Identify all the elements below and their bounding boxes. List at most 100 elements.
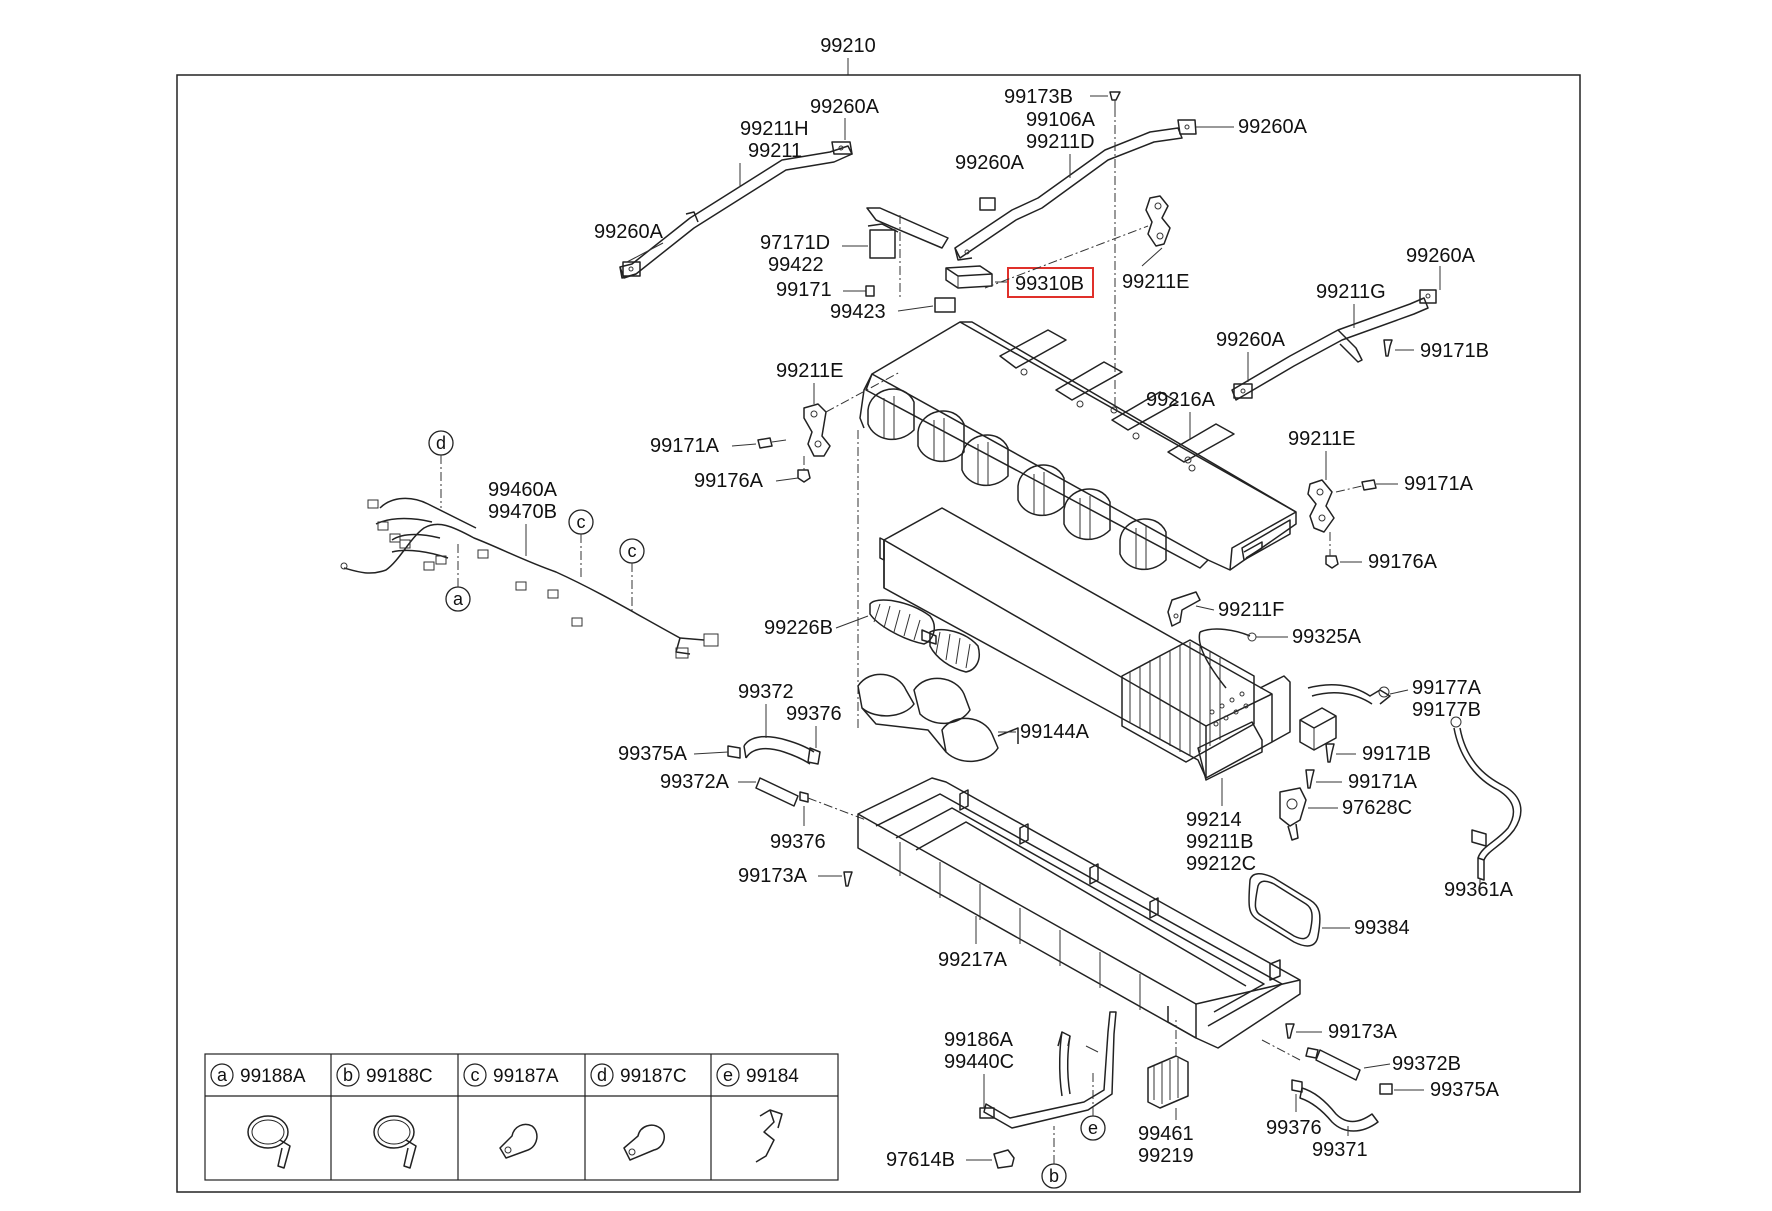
- callout-c-harness-2: c: [619, 538, 645, 612]
- label-99211e-right: 99211E: [1288, 428, 1355, 450]
- blower-motor-99226b: [869, 599, 980, 673]
- legend-item-e: e 99184: [716, 1063, 799, 1163]
- label-99372a: 99372A: [660, 771, 730, 793]
- svg-text:e: e: [1088, 1118, 1098, 1138]
- label-99325a: 99325A: [1292, 626, 1362, 648]
- bracket-99211e-right: [1307, 479, 1335, 533]
- label-99212c: 99212C: [1186, 853, 1256, 875]
- label-99375a-left: 99375A: [618, 743, 688, 765]
- hose-99372b: [1305, 1047, 1361, 1081]
- pipe-99361a: [1450, 716, 1522, 881]
- label-99144a: 99144A: [1020, 721, 1090, 743]
- resistor-99310b: [945, 265, 993, 289]
- bracket-99211h: [619, 141, 853, 279]
- bracket-99186a: [979, 1011, 1117, 1129]
- screw-99171a-right: [1361, 479, 1377, 491]
- bracket-99211e-upper: [1145, 195, 1171, 247]
- label-99372b: 99372B: [1392, 1053, 1461, 1075]
- label-99376-lower: 99376: [770, 831, 826, 853]
- label-99226b: 99226B: [764, 617, 833, 639]
- legend-part-99187c: 99187C: [620, 1066, 687, 1087]
- nut-99176a-left: [797, 469, 811, 483]
- label-99171a-right: 99171A: [1404, 473, 1474, 495]
- screw-99171a-left: [757, 437, 773, 449]
- wire-clip-icon: [755, 1109, 783, 1163]
- label-97614b: 97614B: [886, 1149, 955, 1171]
- legend-table: [204, 1053, 839, 1181]
- label-97628c: 97628C: [1342, 797, 1412, 819]
- label-99211e-left: 99211E: [776, 360, 843, 382]
- lower-case-99217a: [857, 777, 1301, 1049]
- svg-text:b: b: [1049, 1166, 1059, 1186]
- label-99173a-right: 99173A: [1328, 1021, 1398, 1043]
- label-99211h: 99211H: [740, 118, 809, 140]
- label-99173a-left: 99173A: [738, 865, 808, 887]
- label-99260a-right-top: 99260A: [1406, 245, 1476, 267]
- svg-text:c: c: [577, 512, 586, 532]
- legend-item-b: b 99188C: [336, 1063, 433, 1169]
- callout-d-harness: d: [428, 430, 454, 508]
- label-99176a-right: 99176A: [1368, 551, 1438, 573]
- p-clamp-icon: [499, 1123, 538, 1159]
- label-99461: 99461: [1138, 1123, 1194, 1145]
- core-unit-99214: [879, 507, 1291, 781]
- assembly-number: 99210: [820, 35, 876, 57]
- callout-e-bracket: e: [1080, 1070, 1106, 1141]
- bracket-99211d: [954, 119, 1197, 261]
- label-99211e-upper: 99211E: [1122, 271, 1189, 293]
- label-99211d: 99211D: [1026, 131, 1095, 153]
- cable-tie-icon: [247, 1115, 291, 1169]
- label-99376-upper: 99376: [786, 703, 842, 725]
- highlight-box-99310b: [1007, 267, 1094, 298]
- label-99211b: 99211B: [1186, 831, 1253, 853]
- relay-mount-plate: [866, 207, 956, 313]
- svg-text:c: c: [628, 541, 637, 561]
- legend-item-d: d 99187C: [590, 1063, 687, 1161]
- svg-text:a: a: [453, 589, 464, 609]
- legend-letter-b: b: [343, 1065, 353, 1085]
- label-99171b-lower: 99171B: [1362, 743, 1431, 765]
- label-99440c: 99440C: [944, 1051, 1014, 1073]
- label-99211: 99211: [748, 140, 802, 162]
- label-99423: 99423: [830, 301, 886, 323]
- label-99211g: 99211G: [1316, 281, 1386, 303]
- pad-99260a: [979, 197, 996, 211]
- label-99361a: 99361A: [1444, 879, 1514, 901]
- label-99177b: 99177B: [1412, 699, 1481, 721]
- label-99217a: 99217A: [938, 949, 1008, 971]
- label-99376-right: 99376: [1266, 1117, 1322, 1139]
- bracket-99211g: [1231, 289, 1437, 401]
- cable-tie-icon: [373, 1115, 417, 1169]
- legend-part-99188c: 99188C: [366, 1066, 433, 1087]
- legend-letter-d: d: [597, 1065, 607, 1085]
- screw-99173a-right: [1285, 1023, 1295, 1039]
- label-99260a-top-left: 99260A: [810, 96, 880, 118]
- label-99219: 99219: [1138, 1145, 1194, 1167]
- label-99216a: 99216A: [1146, 389, 1216, 411]
- legend-part-99187a: 99187A: [493, 1066, 559, 1087]
- bracket-99211f: [1167, 591, 1201, 627]
- label-99260a-right: 99260A: [1216, 329, 1286, 351]
- label-99171: 99171: [776, 279, 832, 301]
- label-99260a-center: 99260A: [955, 152, 1025, 174]
- label-99422: 99422: [768, 254, 824, 276]
- assembly-frame: [176, 74, 1581, 1193]
- label-99171b-top: 99171B: [1420, 340, 1489, 362]
- label-99171a-left: 99171A: [650, 435, 720, 457]
- switch-97628c: [1279, 787, 1307, 841]
- legend-part-99188a: 99188A: [240, 1066, 306, 1087]
- label-99310b: 99310B: [1015, 273, 1084, 295]
- label-97171d: 97171D: [760, 232, 830, 254]
- blower-housing-99216a: [859, 321, 1297, 571]
- label-99186a: 99186A: [944, 1029, 1014, 1051]
- label-99375a-right: 99375A: [1430, 1079, 1500, 1101]
- seal-99384: [1248, 873, 1321, 947]
- screw-99171a-lower: [1305, 769, 1315, 789]
- callout-b-bracket: b: [1041, 1126, 1067, 1189]
- hose-99371: [1291, 1079, 1379, 1132]
- screw-99173a-left: [843, 871, 853, 887]
- label-99106a: 99106A: [1026, 109, 1096, 131]
- label-99176a-left: 99176A: [694, 470, 764, 492]
- p-clamp-icon: [623, 1124, 665, 1161]
